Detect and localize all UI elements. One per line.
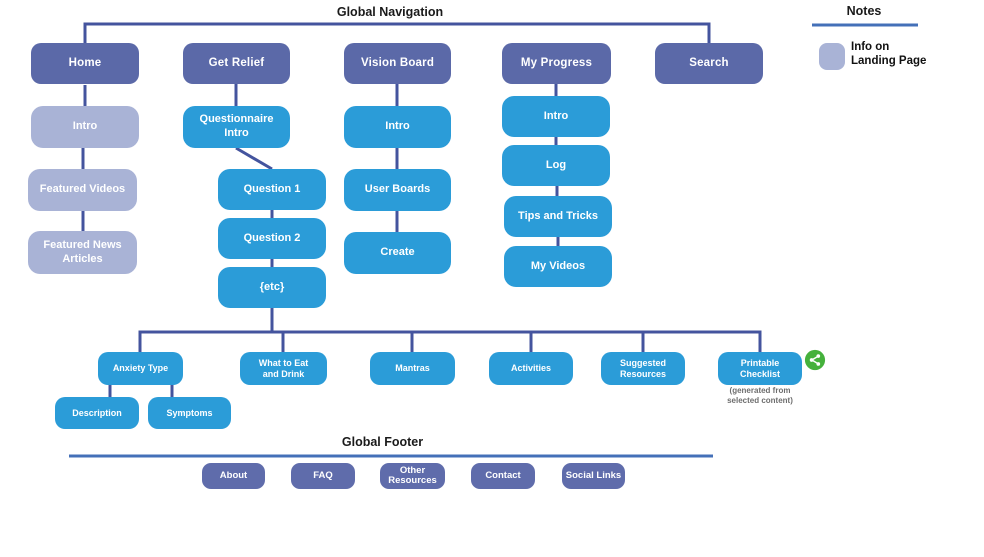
- node-etc: {etc}: [218, 267, 326, 308]
- node-get-relief: Get Relief: [183, 43, 290, 84]
- node-home: Home: [31, 43, 139, 84]
- node-mantras: Mantras: [370, 352, 455, 385]
- node-contact: Contact: [471, 463, 535, 489]
- node-home-intro: Intro: [31, 106, 139, 148]
- printable-checklist-note: (generated from selected content): [727, 386, 793, 405]
- legend-landing-swatch: [819, 43, 845, 70]
- share-icon: [804, 349, 826, 371]
- node-about: About: [202, 463, 265, 489]
- node-what-to-eat-and-drink: What to Eat and Drink: [240, 352, 327, 385]
- node-user-boards: User Boards: [344, 169, 451, 211]
- node-question-1: Question 1: [218, 169, 326, 210]
- notes-title: Notes: [846, 4, 882, 18]
- node-vision-board: Vision Board: [344, 43, 451, 84]
- node-tips-and-tricks: Tips and Tricks: [504, 196, 612, 237]
- node-question-2: Question 2: [218, 218, 326, 259]
- tree-connectors: [81, 22, 762, 397]
- node-progress-intro: Intro: [502, 96, 610, 137]
- node-printable-checklist: Printable Checklist: [718, 352, 802, 385]
- node-my-videos: My Videos: [504, 246, 612, 287]
- node-activities: Activities: [489, 352, 573, 385]
- node-featured-videos: Featured Videos: [28, 169, 137, 211]
- node-vision-intro: Intro: [344, 106, 451, 148]
- legend-label: Info on Landing Page: [851, 41, 927, 67]
- global-footer-title: Global Footer: [341, 435, 424, 449]
- node-create: Create: [344, 232, 451, 274]
- node-log: Log: [502, 145, 610, 186]
- node-anxiety-type: Anxiety Type: [98, 352, 183, 385]
- node-symptoms: Symptoms: [148, 397, 231, 429]
- node-search: Search: [655, 43, 763, 84]
- global-navigation-title: Global Navigation: [336, 5, 444, 19]
- node-social-links: Social Links: [562, 463, 625, 489]
- node-suggested-resources: Suggested Resources: [601, 352, 685, 385]
- node-other-resources: Other Resources: [380, 463, 445, 489]
- node-featured-news-articles: Featured News Articles: [28, 231, 137, 274]
- node-faq: FAQ: [291, 463, 355, 489]
- node-description: Description: [55, 397, 139, 429]
- node-my-progress: My Progress: [502, 43, 611, 84]
- node-questionnaire-intro: Questionnaire Intro: [183, 106, 290, 148]
